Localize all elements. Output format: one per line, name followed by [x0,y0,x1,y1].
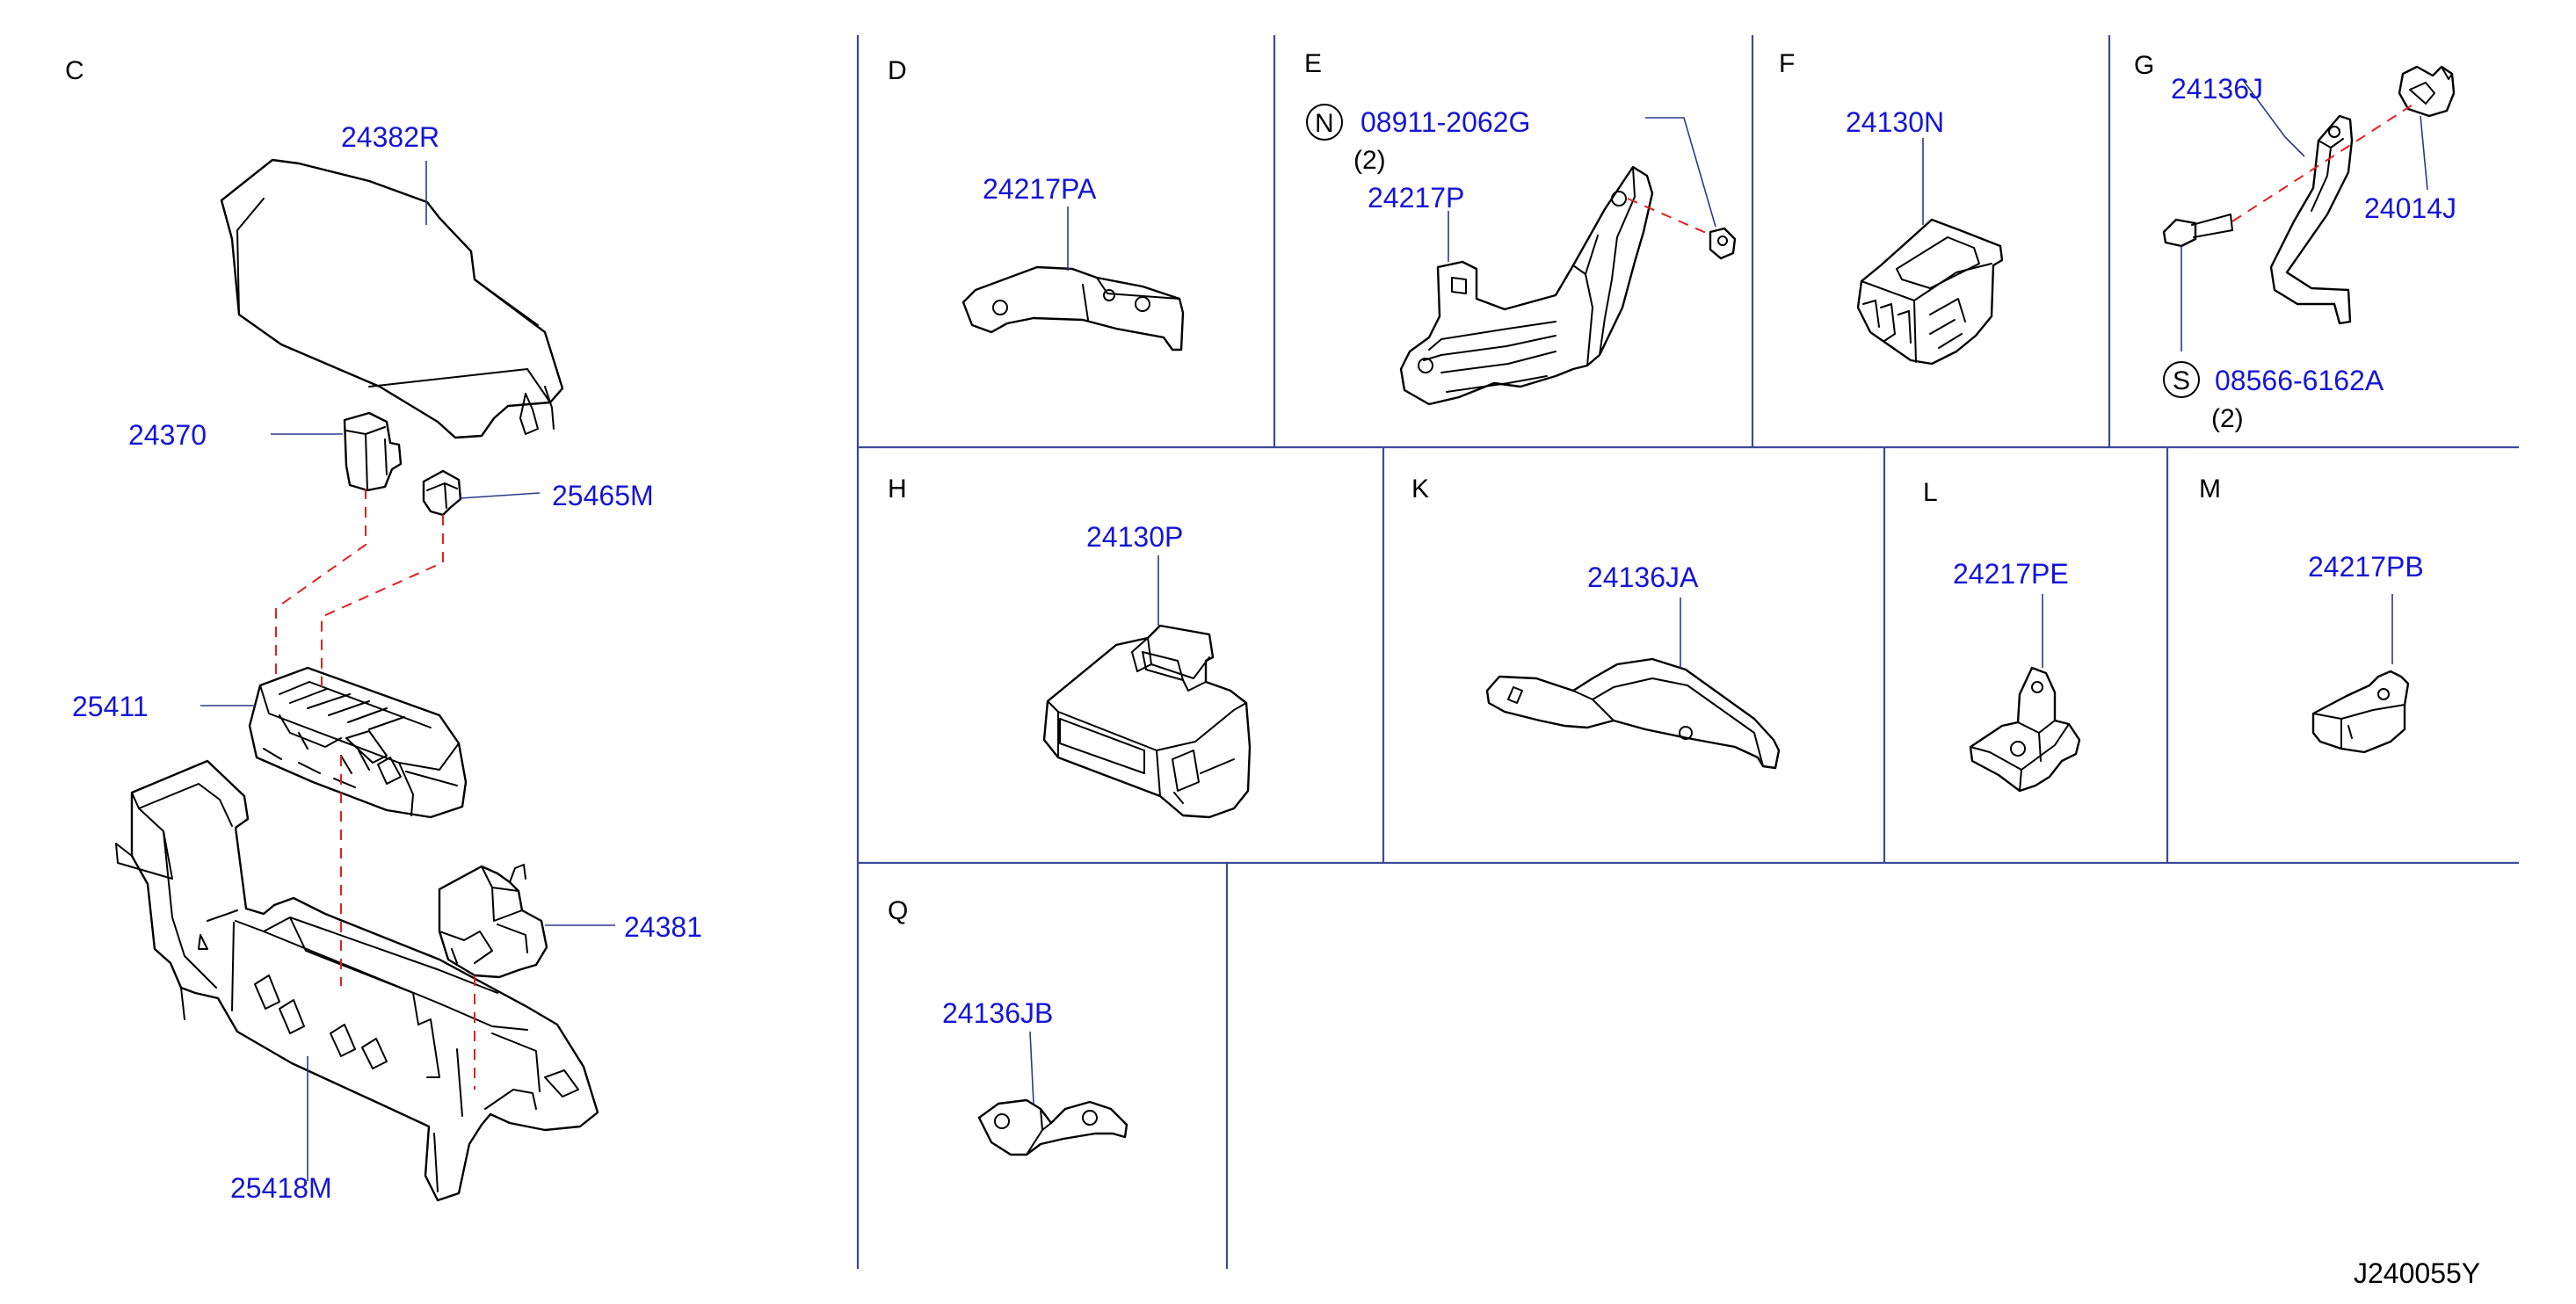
part-number-24136jb[interactable]: 24136JB [942,997,1053,1029]
part-24381-connector[interactable] [438,864,548,979]
diagram-id: J240055Y [2354,1257,2480,1289]
part-number-24217p[interactable]: 24217P [1368,182,1464,214]
part-number-24370[interactable]: 24370 [128,419,207,451]
part-24136jb-bracket[interactable] [977,1098,1128,1156]
section-label-m: M [2199,475,2221,503]
part-24014j-clip[interactable] [2398,65,2456,118]
part-number-25418m[interactable]: 25418M [230,1172,332,1204]
section-d: 24217PA [961,173,1185,351]
part-number-24382r[interactable]: 24382R [341,121,439,153]
section-label-q: Q [888,896,908,925]
quantity-08566-6162a: (2) [2211,404,2244,433]
quantity-08911-2062g: (2) [1353,146,1386,175]
section-label-f: F [1779,49,1795,78]
section-h: 24130P [1042,521,1252,819]
section-f: 24130N [1846,106,2004,366]
part-24136ja-bracket[interactable] [1485,657,1781,770]
section-label-g: G [2134,51,2154,80]
part-24217pe-bracket[interactable] [1969,666,2081,793]
section-label-k: K [1411,475,1429,503]
part-08566-6162a-bolt[interactable] [2162,214,2233,248]
part-24217pb-bracket[interactable] [2311,670,2410,754]
section-l: 24217PE [1953,558,2081,793]
section-label-h: H [888,475,907,503]
part-number-25465m[interactable]: 25465M [552,480,654,511]
section-k: 24136JA [1485,561,1781,770]
part-25418m-bracket[interactable] [115,759,599,1202]
part-number-24217pb[interactable]: 24217PB [2308,551,2424,583]
part-24130p-relay[interactable] [1042,624,1252,819]
part-number-24130n[interactable]: 24130N [1846,106,1944,138]
part-24382r-cover[interactable] [220,158,564,439]
section-label-c: C [65,56,84,85]
section-q: 24136JB [942,997,1128,1156]
fastener-symbol-n: N [1306,104,1343,141]
part-number-24136ja[interactable]: 24136JA [1587,561,1699,593]
fastener-symbol-s: S [2163,361,2200,398]
part-number-08911-2062g[interactable]: 08911-2062G [1361,106,1530,138]
section-e: N 08911-2062G (2) 24217P [1306,104,1737,406]
part-24370-relay[interactable] [343,411,403,492]
section-m: 24217PB [2308,551,2424,754]
part-number-24217pe[interactable]: 24217PE [1953,558,2069,590]
part-number-24136j[interactable]: 24136J [2171,73,2263,105]
part-number-24381[interactable]: 24381 [624,911,702,943]
svg-text:S: S [2173,366,2190,395]
part-25411-fuse-block[interactable] [248,666,468,819]
part-24136j-bracket[interactable] [2269,114,2354,325]
section-g: 24136J 24014J S 08566-6162A (2) [2162,65,2456,433]
panel-dividers [856,35,2519,1269]
part-24217pa-bracket[interactable] [961,265,1185,351]
section-label-l: L [1923,478,1938,507]
part-24130n-relay[interactable] [1856,218,2004,366]
part-number-24217pa[interactable]: 24217PA [983,173,1097,205]
section-c: 24382R 24370 25465M 25411 24381 25418M [72,121,702,1204]
part-number-24014j[interactable]: 24014J [2364,192,2456,224]
section-label-d: D [888,56,907,85]
part-08911-2062g-nut[interactable] [1709,227,1737,260]
part-number-08566-6162a[interactable]: 08566-6162A [2215,365,2384,396]
part-number-24130p[interactable]: 24130P [1086,521,1183,553]
part-24217p-bracket[interactable] [1399,165,1654,406]
part-number-25411[interactable]: 25411 [72,691,149,722]
part-25465m-fuse[interactable] [422,469,462,517]
svg-text:N: N [1315,109,1334,138]
section-label-e: E [1304,49,1322,78]
